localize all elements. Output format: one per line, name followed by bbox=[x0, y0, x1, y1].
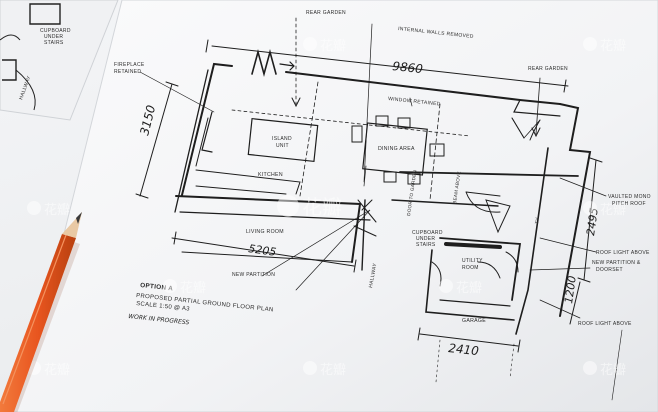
room-labels: KITCHEN ISLAND UNIT DINING AREA LIVING R… bbox=[246, 136, 540, 324]
corner-cupboard-2: UNDER bbox=[44, 34, 63, 40]
living-label: LIVING ROOM bbox=[246, 229, 284, 235]
utility-label-2: ROOM bbox=[462, 265, 479, 271]
vaulted-label-2: PITCH ROOF bbox=[612, 201, 646, 207]
hallway-label: HALLWAY bbox=[368, 262, 378, 288]
partition-door-label-2: DOORSET bbox=[596, 267, 623, 273]
rear-garden-label-2: REAR GARDEN bbox=[528, 66, 568, 72]
watermark-1: 花瓣 bbox=[320, 38, 346, 54]
watermark-9: 花瓣 bbox=[320, 362, 346, 378]
door-to-garden-label: DOOR TO GARDEN bbox=[406, 169, 417, 216]
utility-label-1: UTILITY bbox=[462, 258, 483, 264]
watermark-10: 花瓣 bbox=[600, 362, 626, 378]
watermarks: 花瓣 花瓣 花瓣 花瓣 花瓣 花瓣 花瓣 花瓣 花瓣 花瓣 bbox=[27, 37, 626, 378]
beam-label: BEAM ABOVE bbox=[452, 171, 462, 204]
cupboard-label-2: UNDER bbox=[416, 236, 435, 242]
island-label-2: UNIT bbox=[276, 143, 289, 149]
tv-label: TV bbox=[534, 216, 540, 224]
rear-garden-label-1: REAR GARDEN bbox=[306, 10, 346, 16]
fireplace-label-1: FIREPLACE bbox=[114, 62, 145, 68]
watermark-3: 花瓣 bbox=[44, 202, 70, 218]
watermark-7: 花瓣 bbox=[456, 280, 482, 296]
pencil-icon bbox=[0, 212, 82, 412]
cupboard-label-1: CUPBOARD bbox=[412, 230, 443, 236]
vaulted-label-1: VAULTED MONO bbox=[608, 194, 651, 200]
watermark-5: 花瓣 bbox=[600, 202, 626, 218]
cupboard-label-3: STAIRS bbox=[416, 242, 436, 248]
fireplace-label-2: RETAINED bbox=[114, 69, 141, 75]
dim-bottom-left: 5205 bbox=[248, 242, 278, 259]
dining-label: DINING AREA bbox=[378, 146, 415, 152]
corner-cupboard-3: STAIRS bbox=[44, 40, 64, 46]
dim-bottom-right: 2410 bbox=[448, 341, 480, 358]
plan-drawing bbox=[135, 17, 623, 401]
dim-top: 9860 bbox=[392, 59, 424, 76]
caption-option: OPTION A bbox=[140, 282, 174, 292]
watermark-4: 花瓣 bbox=[302, 195, 342, 219]
back-sheet: CUPBOARD UNDER STAIRS HALLWAY bbox=[0, 0, 119, 121]
watermark-2: 花瓣 bbox=[600, 38, 626, 54]
partition-door-label-1: NEW PARTITION & bbox=[592, 260, 641, 266]
watermark-8: 花瓣 bbox=[44, 362, 70, 378]
window-label: WINDOW RETAINED bbox=[388, 96, 441, 107]
garage-label: GARAGE bbox=[462, 318, 486, 324]
corner-cupboard-1: CUPBOARD bbox=[40, 28, 71, 34]
watermark-6: 花瓣 bbox=[180, 280, 206, 296]
island-label-1: ISLAND bbox=[272, 136, 292, 142]
roof-light-label-2: ROOF LIGHT ABOVE bbox=[578, 321, 632, 327]
caption-line-2: SCALE 1:50 @ A3 bbox=[136, 301, 191, 313]
new-partition-label: NEW PARTITION bbox=[232, 272, 275, 278]
roof-light-label-1: ROOF LIGHT ABOVE bbox=[596, 250, 650, 256]
kitchen-label: KITCHEN bbox=[258, 172, 283, 178]
dim-right-lower: 1200 bbox=[562, 275, 579, 305]
